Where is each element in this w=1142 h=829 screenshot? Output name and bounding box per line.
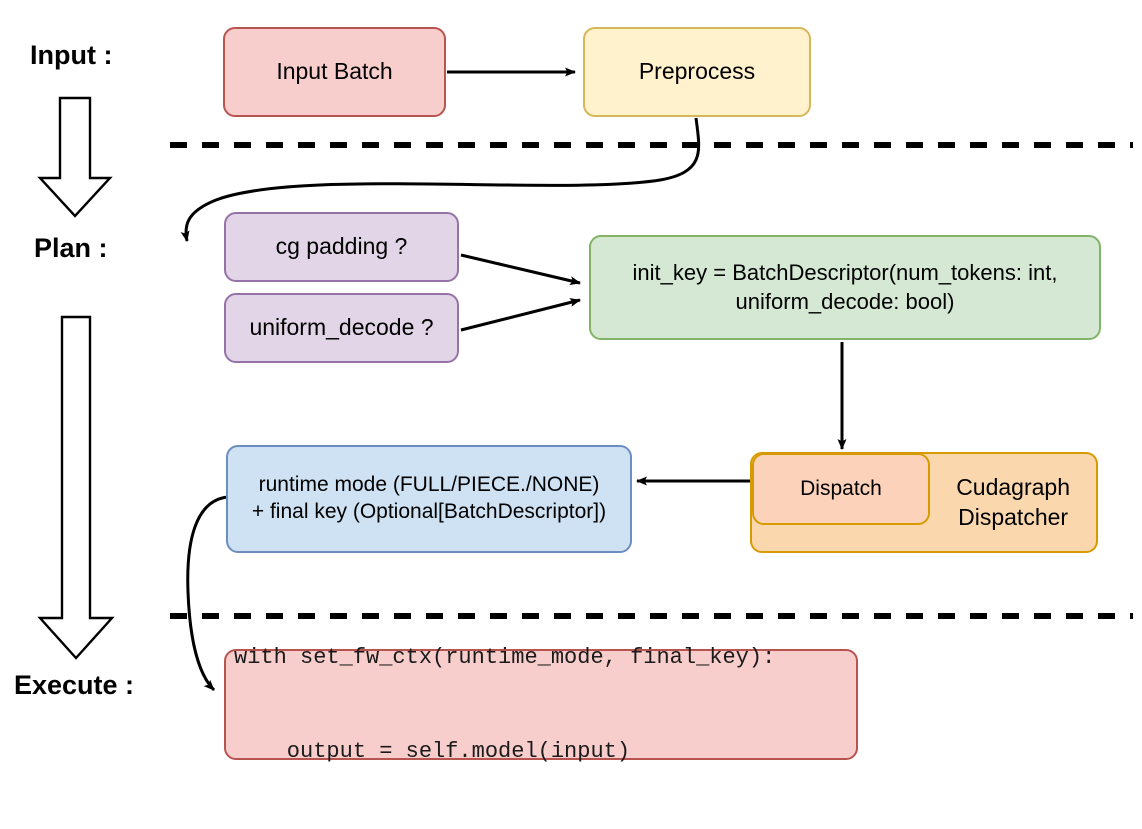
stage-label-input: Input : bbox=[30, 40, 113, 70]
node-cudagraph-dispatcher-line-1: Cudagraph bbox=[956, 474, 1070, 501]
node-preprocess-label: Preprocess bbox=[638, 58, 756, 85]
node-init-key-text: init_key = BatchDescriptor(num_tokens: i… bbox=[633, 259, 1058, 315]
node-cg-padding-label: cg padding ? bbox=[275, 233, 408, 260]
node-cudagraph-dispatcher-text: Cudagraph Dispatcher bbox=[956, 473, 1070, 532]
node-cg-padding[interactable]: cg padding ? bbox=[224, 212, 459, 282]
stage-arrow-plan-to-execute bbox=[37, 315, 115, 660]
node-code-block[interactable]: with set_fw_ctx(runtime_mode, final_key)… bbox=[224, 645, 858, 764]
connector-cg-padding-to-init-key bbox=[460, 253, 581, 286]
node-runtime-mode-line-2: + final key (Optional[BatchDescriptor]) bbox=[251, 500, 607, 523]
node-cudagraph-dispatcher-line-2: Dispatcher bbox=[958, 503, 1069, 530]
node-init-key-line-2: uniform_decode: bool) bbox=[735, 288, 955, 314]
node-code-text: with set_fw_ctx(runtime_mode, final_key)… bbox=[234, 580, 775, 829]
node-dispatch-label: Dispatch bbox=[800, 476, 882, 500]
stage-label-plan: Plan : bbox=[34, 233, 108, 263]
node-uniform-decode-label: uniform_decode ? bbox=[249, 314, 434, 341]
diagram-canvas: Input : Plan : Execute : Input Batch Pre… bbox=[14, 27, 1133, 764]
node-init-key[interactable]: init_key = BatchDescriptor(num_tokens: i… bbox=[589, 235, 1101, 340]
stage-arrow-input-to-plan bbox=[37, 96, 113, 218]
node-code-line-2: output = self.model(input) bbox=[234, 738, 631, 764]
node-input-batch[interactable]: Input Batch bbox=[223, 27, 446, 117]
node-input-batch-label: Input Batch bbox=[276, 58, 393, 85]
node-code-line-1: with set_fw_ctx(runtime_mode, final_key)… bbox=[234, 645, 776, 671]
node-dispatch[interactable]: Dispatch bbox=[752, 453, 930, 525]
stage-label-execute: Execute : bbox=[14, 670, 135, 700]
node-runtime-mode[interactable]: runtime mode (FULL/PIECE./NONE) + final … bbox=[226, 445, 632, 553]
connector-uniform-decode-to-init-key bbox=[460, 298, 581, 332]
node-preprocess[interactable]: Preprocess bbox=[583, 27, 811, 117]
node-uniform-decode[interactable]: uniform_decode ? bbox=[224, 293, 459, 363]
connector-runtime-mode-to-code bbox=[186, 495, 229, 692]
node-runtime-mode-line-1: runtime mode (FULL/PIECE./NONE) bbox=[258, 473, 600, 497]
node-init-key-line-1: init_key = BatchDescriptor(num_tokens: i… bbox=[632, 260, 1058, 286]
